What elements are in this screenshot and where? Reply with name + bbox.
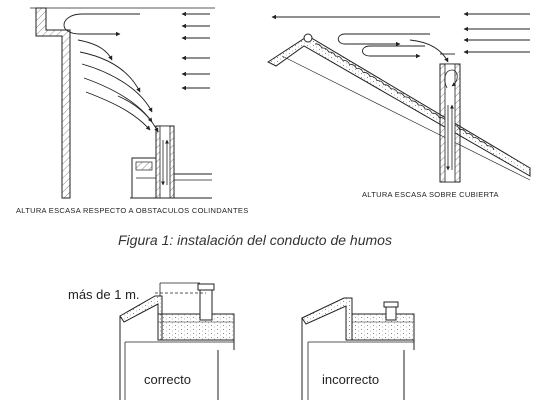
pitched-roof: [266, 33, 531, 181]
left-diagram-caption: ALTURA ESCASA RESPECTO A OBSTACULOS COLI…: [16, 206, 249, 215]
diagram-correct: [119, 282, 235, 400]
left-building-wall: [30, 7, 215, 199]
right-diagram-caption: ALTURA ESCASA SOBRE CUBIERTA: [362, 190, 499, 199]
correct-label: correcto: [144, 372, 191, 387]
figure-caption: Figura 1: instalación del conducto de hu…: [118, 232, 392, 248]
wind-arrows-left: [63, 11, 210, 133]
diagram-left: [30, 7, 215, 199]
right-chimney: [439, 63, 461, 183]
left-chimney: [130, 125, 212, 199]
diagram-right: [266, 11, 531, 183]
incorrect-label: incorrecto: [322, 372, 380, 387]
height-note: más de 1 m.: [68, 287, 140, 302]
diagram-incorrect: [301, 297, 415, 400]
wind-arrows-right: [271, 11, 530, 63]
